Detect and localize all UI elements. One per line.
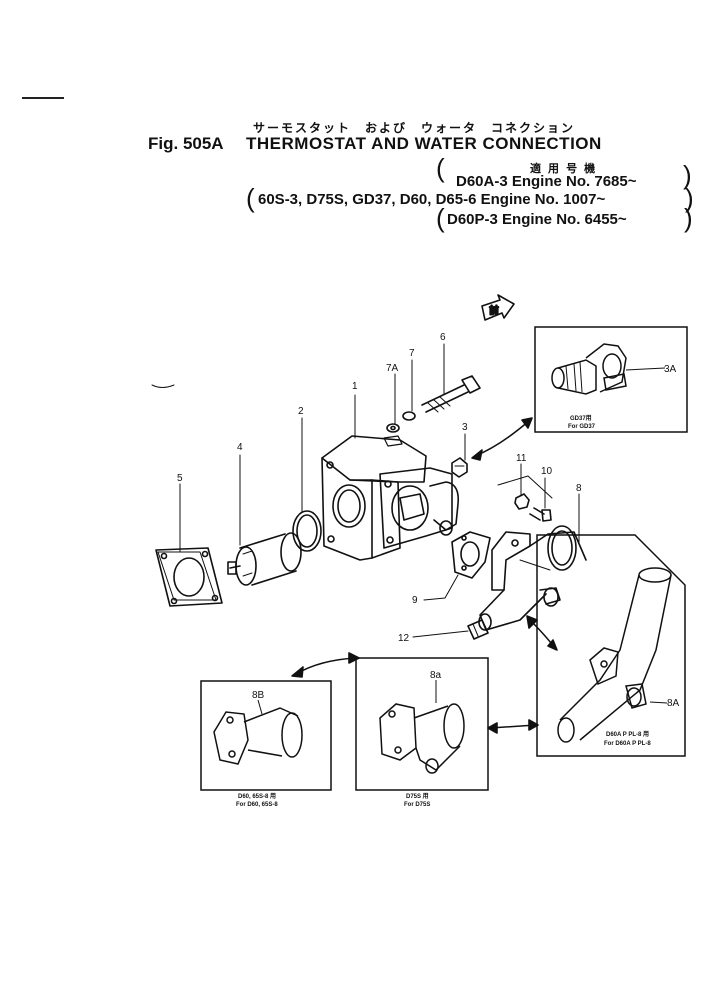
gasket-plate-part-5 xyxy=(155,547,223,607)
caption-d75s-en: For D75S xyxy=(404,802,430,808)
label-part-7: 7 xyxy=(409,348,415,359)
applicability-line-1: D60A-3 Engine No. 7685~ xyxy=(456,173,637,190)
applicability-open-paren-2: ( xyxy=(246,183,255,213)
water-connection-part-8a-d75s xyxy=(379,680,465,774)
front-direction-arrow xyxy=(481,294,515,321)
arrow-d60-to-d75s xyxy=(295,657,357,675)
bolt-part-10 xyxy=(529,507,552,522)
inset-box-d75s xyxy=(355,657,489,791)
gasket-part-9 xyxy=(451,531,491,579)
label-part-8a-main: 8A xyxy=(667,698,680,709)
leader-12 xyxy=(412,630,469,638)
applicability-open-paren-3: ( xyxy=(436,203,445,233)
label-part-5: 5 xyxy=(177,473,183,484)
leader-9 xyxy=(423,574,459,601)
label-part-2: 2 xyxy=(298,406,304,417)
nut-part-11 xyxy=(514,493,530,510)
plug-part-12 xyxy=(467,619,489,640)
label-part-3a: 3A xyxy=(664,364,677,375)
water-connection-part-8 xyxy=(478,525,587,631)
plug-part-3 xyxy=(451,457,468,478)
applicability-heading-jp: 適 用 号 機 xyxy=(530,163,598,175)
inset-box-gd37 xyxy=(534,326,688,433)
label-part-11: 11 xyxy=(516,453,527,464)
stray-mark xyxy=(151,384,175,388)
japanese-title: サーモスタット および ウォータ コネクション xyxy=(253,121,576,135)
caption-d60ap-en: For D60A P PL-8 xyxy=(604,741,651,747)
applicability-close-paren-2: ) xyxy=(685,183,694,213)
thermostat-part-4 xyxy=(227,532,302,586)
label-part-8: 8 xyxy=(576,483,582,494)
caption-d60-jp: D60, 65S-8 用 xyxy=(238,793,276,800)
figure-number: Fig. 505A xyxy=(148,134,224,153)
caption-gd37-jp: GD37用 xyxy=(570,415,592,422)
applicability-open-paren: ( xyxy=(436,153,445,183)
label-part-8a-d75s: 8a xyxy=(430,670,442,681)
applicability-line-3: D60P-3 Engine No. 6455~ xyxy=(447,211,627,228)
caption-gd37-en: For GD37 xyxy=(568,424,596,430)
label-part-1: 1 xyxy=(352,381,358,392)
label-part-7a: 7A xyxy=(386,363,399,374)
applicability-line-2: 60S-3, D75S, GD37, D60, D65-6 Engine No.… xyxy=(258,191,606,208)
top-left-rule xyxy=(22,97,64,99)
caption-d60-en: For D60, 65S-8 xyxy=(236,802,278,808)
label-part-10: 10 xyxy=(541,466,553,477)
label-part-4: 4 xyxy=(237,442,243,453)
water-connection-part-8a xyxy=(557,567,672,743)
elbow-part-3a xyxy=(551,343,666,395)
label-part-12: 12 xyxy=(398,633,410,644)
caption-d75s-jp: D75S 用 xyxy=(406,793,429,800)
label-part-9: 9 xyxy=(412,595,418,606)
water-connection-part-8b xyxy=(213,699,303,765)
inset-box-d60ap xyxy=(536,534,686,757)
arrow-housing-to-gd37 xyxy=(474,419,531,457)
bolt-part-6 xyxy=(421,375,481,413)
bracket-line xyxy=(497,475,553,499)
applicability-close-paren-3: ) xyxy=(684,203,693,233)
o-ring-part-2 xyxy=(292,510,322,552)
caption-d60ap-jp: D60A P PL-8 用 xyxy=(606,731,649,738)
label-part-8b: 8B xyxy=(252,690,265,701)
label-part-3: 3 xyxy=(462,422,468,433)
washer-part-7a xyxy=(386,423,400,433)
thermostat-housing-part-1 xyxy=(321,435,460,561)
inset-box-d60 xyxy=(200,680,332,791)
applicability-close-paren-1: ) xyxy=(683,160,692,190)
front-direction-label: 前 xyxy=(489,304,499,317)
label-part-6: 6 xyxy=(440,332,446,343)
lock-washer-part-7 xyxy=(402,411,416,421)
page-title: THERMOSTAT AND WATER CONNECTION xyxy=(246,134,602,153)
